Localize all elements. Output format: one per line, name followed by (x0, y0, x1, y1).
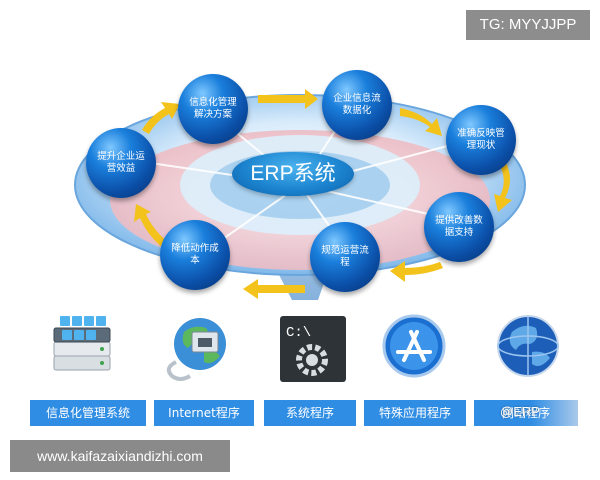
node-data-support: 提供改善数据支持 (424, 192, 494, 262)
cycle-arrows (134, 89, 512, 299)
web-globe-icon (486, 310, 570, 390)
program-categories: 信息化管理系统 Internet程序 系统程序 特殊应用程序 网站程序 (0, 400, 600, 430)
erp-watermark: @ERP (500, 404, 540, 419)
category-web-program: 网站程序 (474, 400, 578, 426)
category-special-app: 特殊应用程序 (364, 400, 466, 426)
app-store-icon (372, 310, 456, 390)
url-badge: www.kaifazaixiandizhi.com (10, 440, 230, 472)
node-process-standard: 规范运营流程 (310, 222, 380, 292)
node-reflect-status: 准确反映管理现状 (446, 105, 516, 175)
category-internet-program: Internet程序 (154, 400, 254, 426)
node-data-flow: 企业信息流数据化 (322, 70, 392, 140)
globe-network-icon (154, 310, 238, 390)
node-cost-reduce: 降低动作成本 (160, 220, 230, 290)
center-erp-label: ERP系统 (232, 152, 354, 196)
category-info-management: 信息化管理系统 (30, 400, 146, 426)
tg-badge: TG: MYYJJPP (466, 10, 590, 40)
command-gear-icon: C:\ (274, 312, 358, 392)
program-icons-row: C:\ (0, 308, 600, 398)
node-info-solution: 信息化管理解决方案 (178, 74, 248, 144)
node-efficiency: 提升企业运营效益 (86, 128, 156, 198)
svg-text:C:\: C:\ (286, 325, 311, 341)
server-stack-icon (40, 310, 124, 390)
erp-cycle-diagram: ERP系统 信息化管理解决方案 企业信息流数据化 准确反映管理现状 提供改善数据… (74, 70, 526, 300)
category-system-program: 系统程序 (264, 400, 356, 426)
